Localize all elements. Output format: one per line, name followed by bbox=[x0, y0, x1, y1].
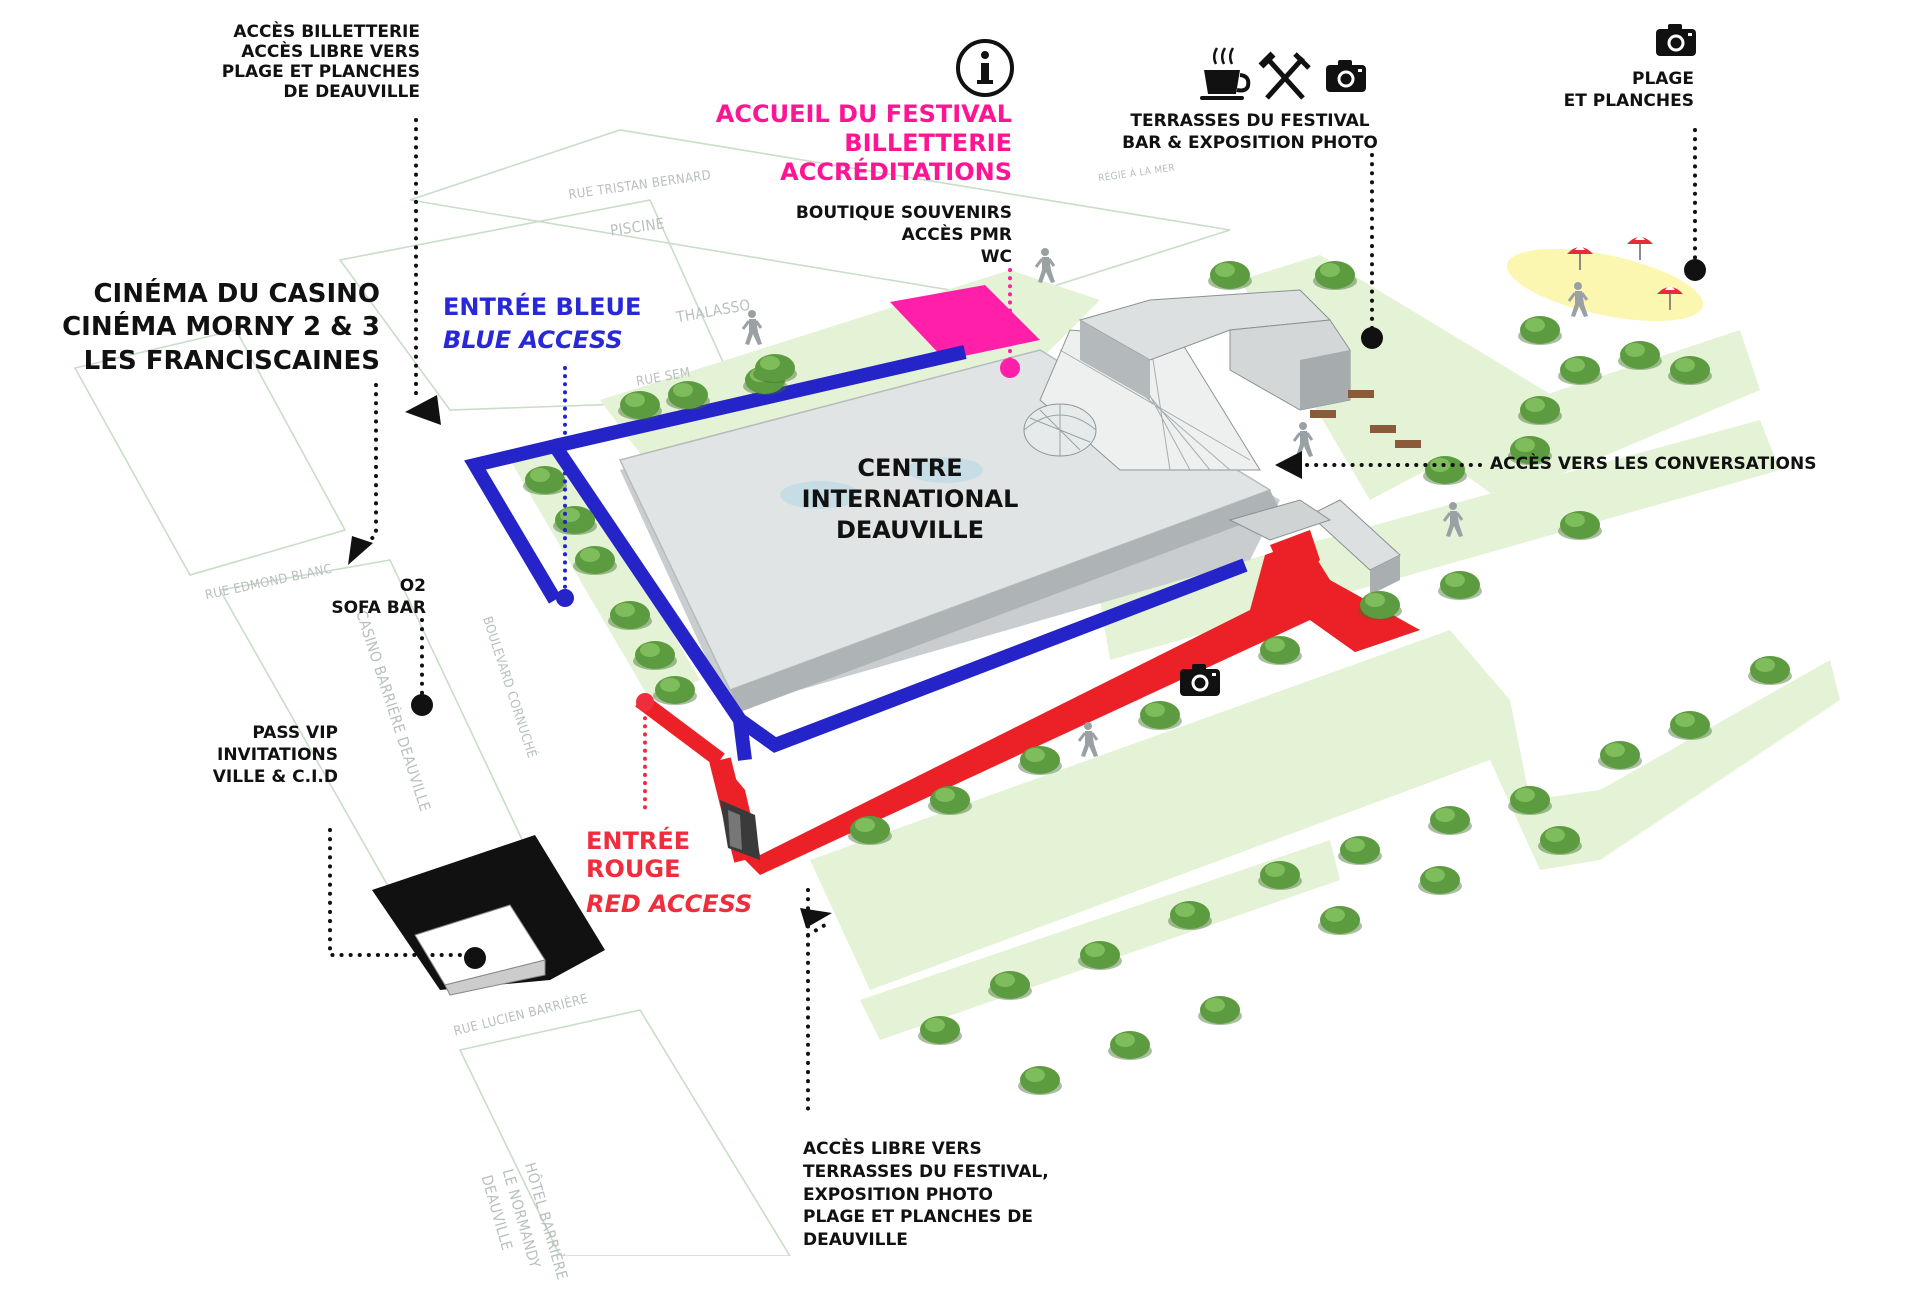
cafe-tables bbox=[1310, 390, 1421, 448]
label-cinemas: Cinéma du Casino Cinéma Morny 2 & 3 Les … bbox=[62, 279, 380, 376]
label-o2-sofa: O2 Sofa Bar bbox=[331, 576, 426, 619]
label-billetterie-plage: Accès billetterie Accès libre vers plage… bbox=[221, 22, 420, 103]
accueil-zone bbox=[890, 285, 1040, 360]
arrowheads bbox=[348, 395, 1302, 928]
label-accueil-services: Boutique souvenirs Accès PMR WC bbox=[795, 203, 1012, 268]
label-terrasses: Terrasses du Festival Bar & exposition p… bbox=[1122, 111, 1378, 154]
pedestrian-icon bbox=[1034, 246, 1057, 285]
endpoint-dots bbox=[411, 259, 1706, 969]
label-plage: Plage et planches bbox=[1563, 69, 1694, 112]
beach-zone bbox=[1506, 249, 1704, 321]
label-blue-access: Blue access bbox=[443, 326, 623, 354]
red-route bbox=[635, 530, 1420, 875]
terrace-buildings bbox=[1078, 289, 1351, 411]
pedestrian-icon bbox=[741, 308, 764, 347]
pedestrian-icon bbox=[1292, 420, 1315, 459]
casino-building bbox=[372, 835, 605, 996]
label-acces-conversations: Accès vers les Conversations bbox=[1490, 454, 1817, 474]
label-entree-bleue: Entrée bleue bbox=[443, 293, 642, 321]
label-pass-vip: Pass VIP Invitations Ville & C.I.D bbox=[212, 723, 338, 788]
colored-leaders bbox=[563, 268, 1012, 810]
label-accueil: Accueil du Festival Billetterie Accrédit… bbox=[715, 100, 1012, 186]
city-blocks bbox=[73, 129, 1231, 1256]
info-icon bbox=[956, 39, 1014, 97]
camera-icon bbox=[1326, 60, 1366, 92]
annex-building bbox=[1228, 499, 1401, 595]
cutlery-icon bbox=[1258, 51, 1311, 100]
coffee-icon bbox=[1200, 47, 1251, 100]
label-acces-libre-bottom: Accès libre vers terrasses du Festival, … bbox=[803, 1139, 1049, 1251]
blue-route bbox=[464, 345, 1248, 761]
label-entree-rouge: Entrée Rouge bbox=[586, 827, 691, 883]
label-centre: Centre International Deauville bbox=[801, 454, 1019, 545]
label-red-access: Red access bbox=[586, 890, 753, 918]
camera-icon bbox=[1656, 24, 1696, 56]
festival-map bbox=[73, 24, 1840, 1256]
pedestrian-icon bbox=[1077, 720, 1100, 759]
